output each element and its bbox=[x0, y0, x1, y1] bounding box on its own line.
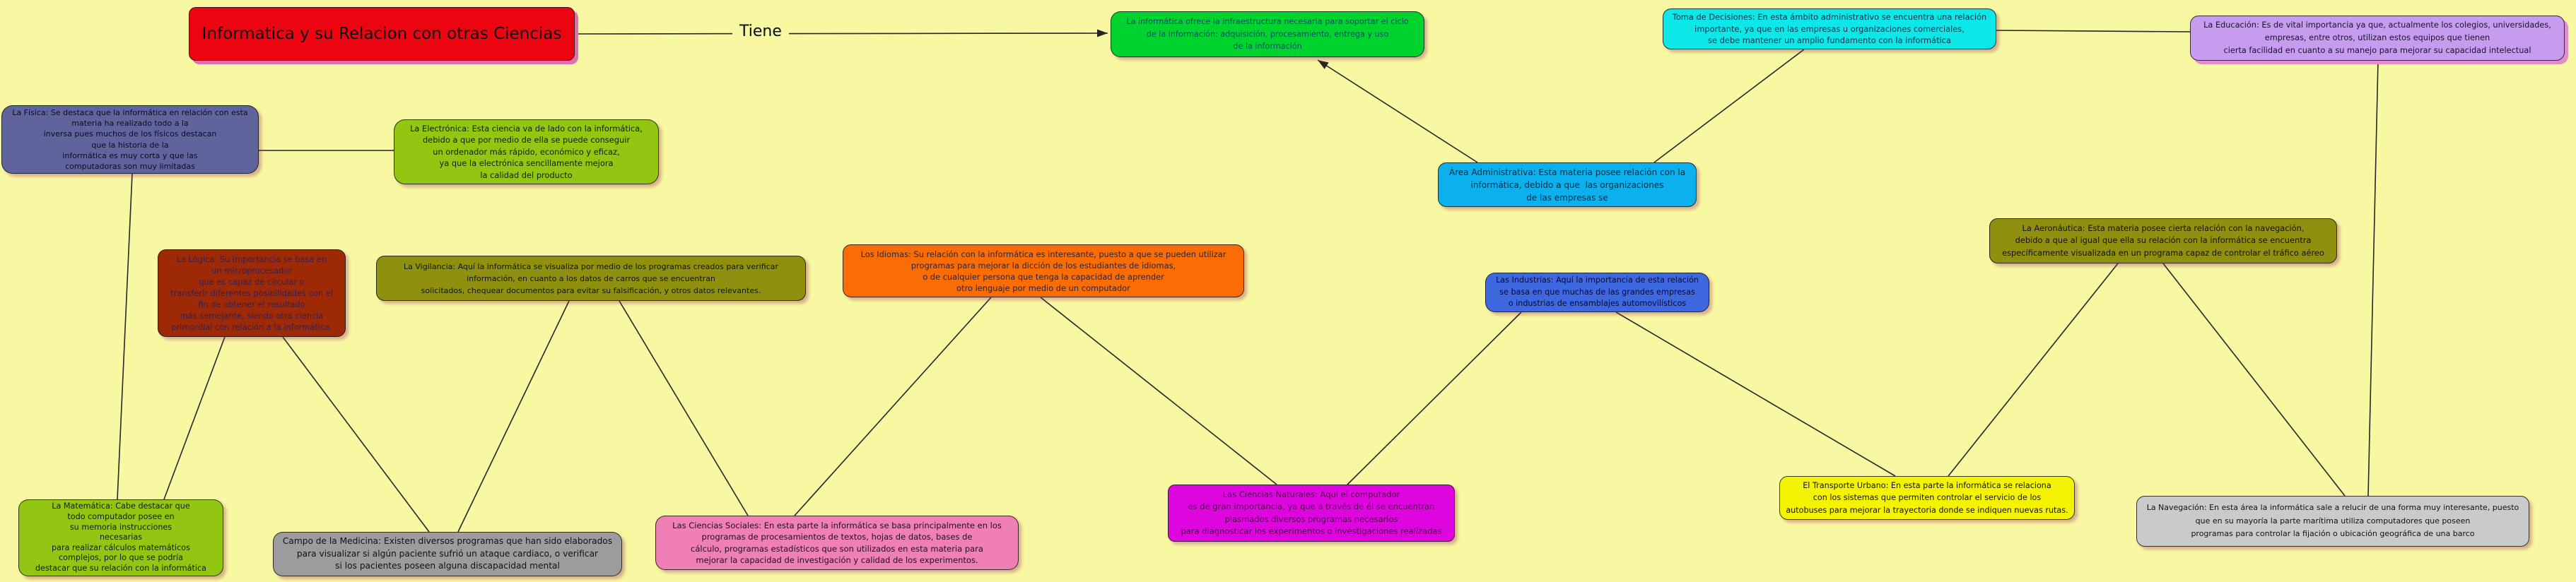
connector-administrativa-to-decisiones bbox=[1653, 49, 1805, 163]
concept-node-infraestructura[interactable]: La informática ofrece la infraestructura… bbox=[1111, 11, 1424, 57]
concept-node-educacion[interactable]: La Educación: Es de vital importancia ya… bbox=[2190, 16, 2565, 61]
concept-node-electronica[interactable]: La Electrónica: Esta ciencia va de lado … bbox=[394, 119, 659, 184]
connector-title-to-infraestructura bbox=[574, 32, 1108, 35]
concept-node-idiomas[interactable]: Los Idiomas: Su relación con la informát… bbox=[843, 244, 1244, 297]
connector-fisica-to-matematica bbox=[117, 173, 133, 500]
concept-node-ciencias-sociales[interactable]: Las Ciencias Sociales: En esta parte la … bbox=[655, 516, 1019, 570]
connector-aeronautica-to-navegacion bbox=[2162, 263, 2346, 497]
connector-industrias-to-naturales bbox=[1347, 311, 1522, 485]
arrowhead-title-to-infraestructura bbox=[1096, 29, 1108, 37]
concept-node-toma-de-decisiones[interactable]: Toma de Decisiones: En esta ámbito admin… bbox=[1663, 8, 1996, 49]
arrowhead-administrativa-to-infraestructura bbox=[1318, 60, 1329, 69]
concept-node-logica[interactable]: La Lógica: Su importancia se basa en un … bbox=[158, 249, 346, 337]
connector-vigilancia-to-sociales bbox=[619, 300, 749, 516]
concept-node-matematica[interactable]: La Matemática: Cabe destacar que todo co… bbox=[18, 499, 223, 576]
connector-logica-to-matematica bbox=[163, 336, 226, 500]
connector-industrias-to-transporte bbox=[1615, 311, 1896, 477]
connector-logica-to-medicina bbox=[282, 336, 430, 533]
concept-node-vigilancia[interactable]: La Vigilancia: Aquí la informática se vi… bbox=[376, 256, 806, 301]
concept-node-industrias[interactable]: Las Industrias: Aquí la importancia de e… bbox=[1485, 273, 1709, 312]
connector-idiomas-to-sociales bbox=[794, 297, 992, 516]
connector-aeronautica-to-transporte bbox=[1948, 263, 2119, 477]
concept-node-transporte-urbano[interactable]: El Transporte Urbano: En esta parte la i… bbox=[1779, 476, 2075, 520]
concept-node-ciencias-naturales[interactable]: Las Ciencias Naturales: Aquí el computad… bbox=[1168, 485, 1455, 542]
connector-educacion-to-navegacion bbox=[2367, 60, 2379, 497]
concept-node-medicina[interactable]: Campo de la Medicina: Existen diversos p… bbox=[273, 532, 622, 576]
connector-vigilancia-to-medicina bbox=[457, 300, 570, 533]
concept-node-area-administrativa[interactable]: Área Administrativa: Esta materia posee … bbox=[1438, 162, 1697, 207]
concept-node-navegacion[interactable]: La Navegación: En esta área la informáti… bbox=[2136, 496, 2529, 547]
connector-administrativa-to-infraestructura bbox=[1317, 59, 1478, 163]
link-label-tiene[interactable]: Tiene bbox=[732, 22, 789, 41]
concept-node-fisica[interactable]: La Física: Se destaca que la informática… bbox=[1, 105, 259, 174]
connector-idiomas-to-naturales bbox=[1040, 297, 1277, 485]
concept-node-aeronautica[interactable]: La Aeronáutica: Esta materia posee ciert… bbox=[1989, 218, 2337, 263]
connector-decisiones-to-educacion bbox=[1996, 30, 2191, 32]
concept-node-title[interactable]: Informatica y su Relacion con otras Cien… bbox=[189, 7, 575, 61]
